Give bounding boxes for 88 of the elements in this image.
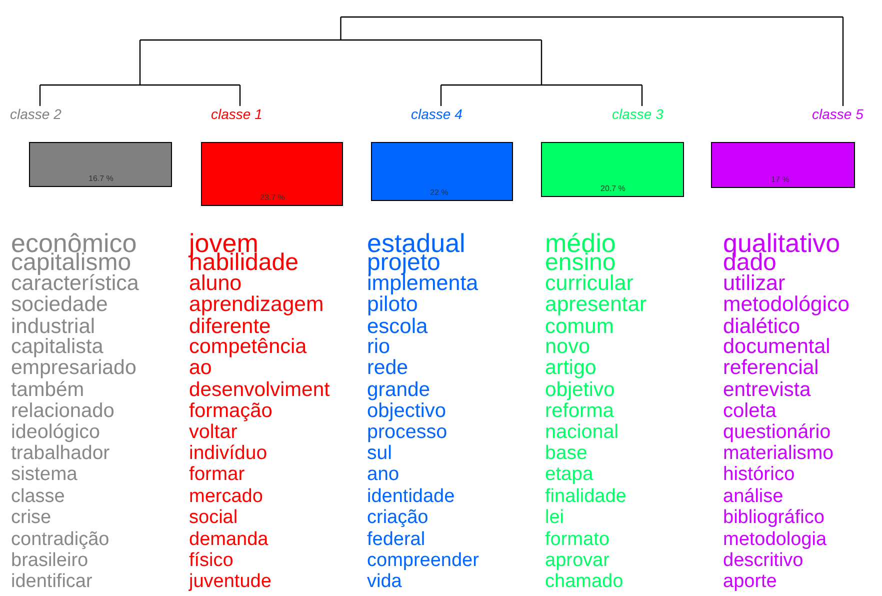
word-label: rio <box>367 337 390 358</box>
word-label: metodológico <box>723 294 850 316</box>
word-label: finalidade <box>545 486 626 506</box>
word-label: documental <box>723 337 830 358</box>
percentage-label: 22 % <box>430 188 448 197</box>
class-label: classe 5 <box>812 106 864 122</box>
percentage-label: 23.7 % <box>260 193 285 202</box>
word-label: coleta <box>723 401 776 422</box>
word-label: processo <box>367 422 448 442</box>
percentage-label: 16.7 % <box>88 174 114 183</box>
word-label: formar <box>189 465 245 485</box>
word-label: competência <box>189 337 307 358</box>
word-label: identidade <box>367 486 455 506</box>
word-label: referencial <box>723 358 819 379</box>
word-label: projeto <box>367 251 440 276</box>
word-label: aporte <box>723 572 777 592</box>
word-label: entrevista <box>723 380 811 400</box>
word-label: etapa <box>545 465 594 485</box>
word-label: artigo <box>545 358 596 379</box>
word-label: objetivo <box>545 380 615 400</box>
word-label: ideológico <box>11 422 100 442</box>
word-label: novo <box>545 337 590 358</box>
class-label: classe 2 <box>10 106 62 122</box>
word-label: formação <box>189 401 272 422</box>
word-label: capitalismo <box>11 251 132 276</box>
word-label: aluno <box>189 272 242 294</box>
word-label: brasileiro <box>11 551 88 570</box>
word-label: implementa <box>367 272 478 294</box>
word-label: também <box>11 380 84 400</box>
percentage-label: 20.7 % <box>600 184 626 193</box>
word-label: ao <box>189 358 212 379</box>
word-label: reforma <box>545 401 614 422</box>
word-label: metodologia <box>723 530 827 549</box>
class-label: classe 4 <box>411 106 462 122</box>
word-label: juventude <box>189 572 272 592</box>
word-label: descritivo <box>723 551 804 570</box>
word-label: apresentar <box>545 294 647 316</box>
word-label: ensino <box>545 251 616 276</box>
word-label: aprovar <box>545 551 610 570</box>
word-label: classe <box>11 486 65 506</box>
word-label: vida <box>367 572 402 592</box>
word-label: materialismo <box>723 444 834 464</box>
word-label: sistema <box>11 465 78 485</box>
word-label: aprendizagem <box>189 294 324 316</box>
word-label: criação <box>367 508 428 528</box>
word-label: voltar <box>189 422 238 442</box>
word-label: escola <box>367 316 428 337</box>
word-label: industrial <box>11 316 96 337</box>
word-label: sociedade <box>11 294 108 316</box>
percentage-label: 17 % <box>771 175 790 184</box>
word-label: histórico <box>723 465 795 485</box>
word-label: contradição <box>11 530 110 549</box>
class-label: classe 3 <box>612 106 664 122</box>
word-label: identificar <box>11 572 92 592</box>
word-label: utilizar <box>723 272 786 294</box>
word-label: nacional <box>545 422 619 442</box>
word-label: relacionado <box>11 401 114 422</box>
word-label: questionário <box>723 422 831 442</box>
word-label: dialético <box>723 316 800 337</box>
word-label: chamado <box>545 572 624 592</box>
word-label: social <box>189 508 238 528</box>
word-label: curricular <box>545 272 634 294</box>
word-label: grande <box>367 380 430 400</box>
word-label: lei <box>545 508 564 528</box>
word-label: base <box>545 444 588 464</box>
word-label: indivíduo <box>189 444 268 464</box>
word-label: físico <box>189 551 234 570</box>
word-label: federal <box>367 530 426 549</box>
word-label: piloto <box>367 294 418 316</box>
word-label: desenvolviment <box>189 380 330 400</box>
word-label: empresariado <box>11 358 136 379</box>
word-label: bibliográfico <box>723 508 824 528</box>
class-label: classe 1 <box>211 106 262 122</box>
word-label: mercado <box>189 486 263 506</box>
word-label: demanda <box>189 530 268 549</box>
word-label: ano <box>367 465 400 485</box>
word-label: compreender <box>367 551 479 570</box>
word-label: crise <box>11 508 52 528</box>
word-label: objectivo <box>367 401 446 422</box>
word-label: sul <box>367 444 392 464</box>
word-label: trabalhador <box>11 444 110 464</box>
word-label: formato <box>545 530 610 549</box>
word-label: capitalista <box>11 337 104 358</box>
word-label: rede <box>367 358 408 379</box>
word-label: característica <box>11 272 139 294</box>
word-label: análise <box>723 486 784 506</box>
word-label: comum <box>545 316 614 337</box>
word-label: diferente <box>189 316 271 337</box>
